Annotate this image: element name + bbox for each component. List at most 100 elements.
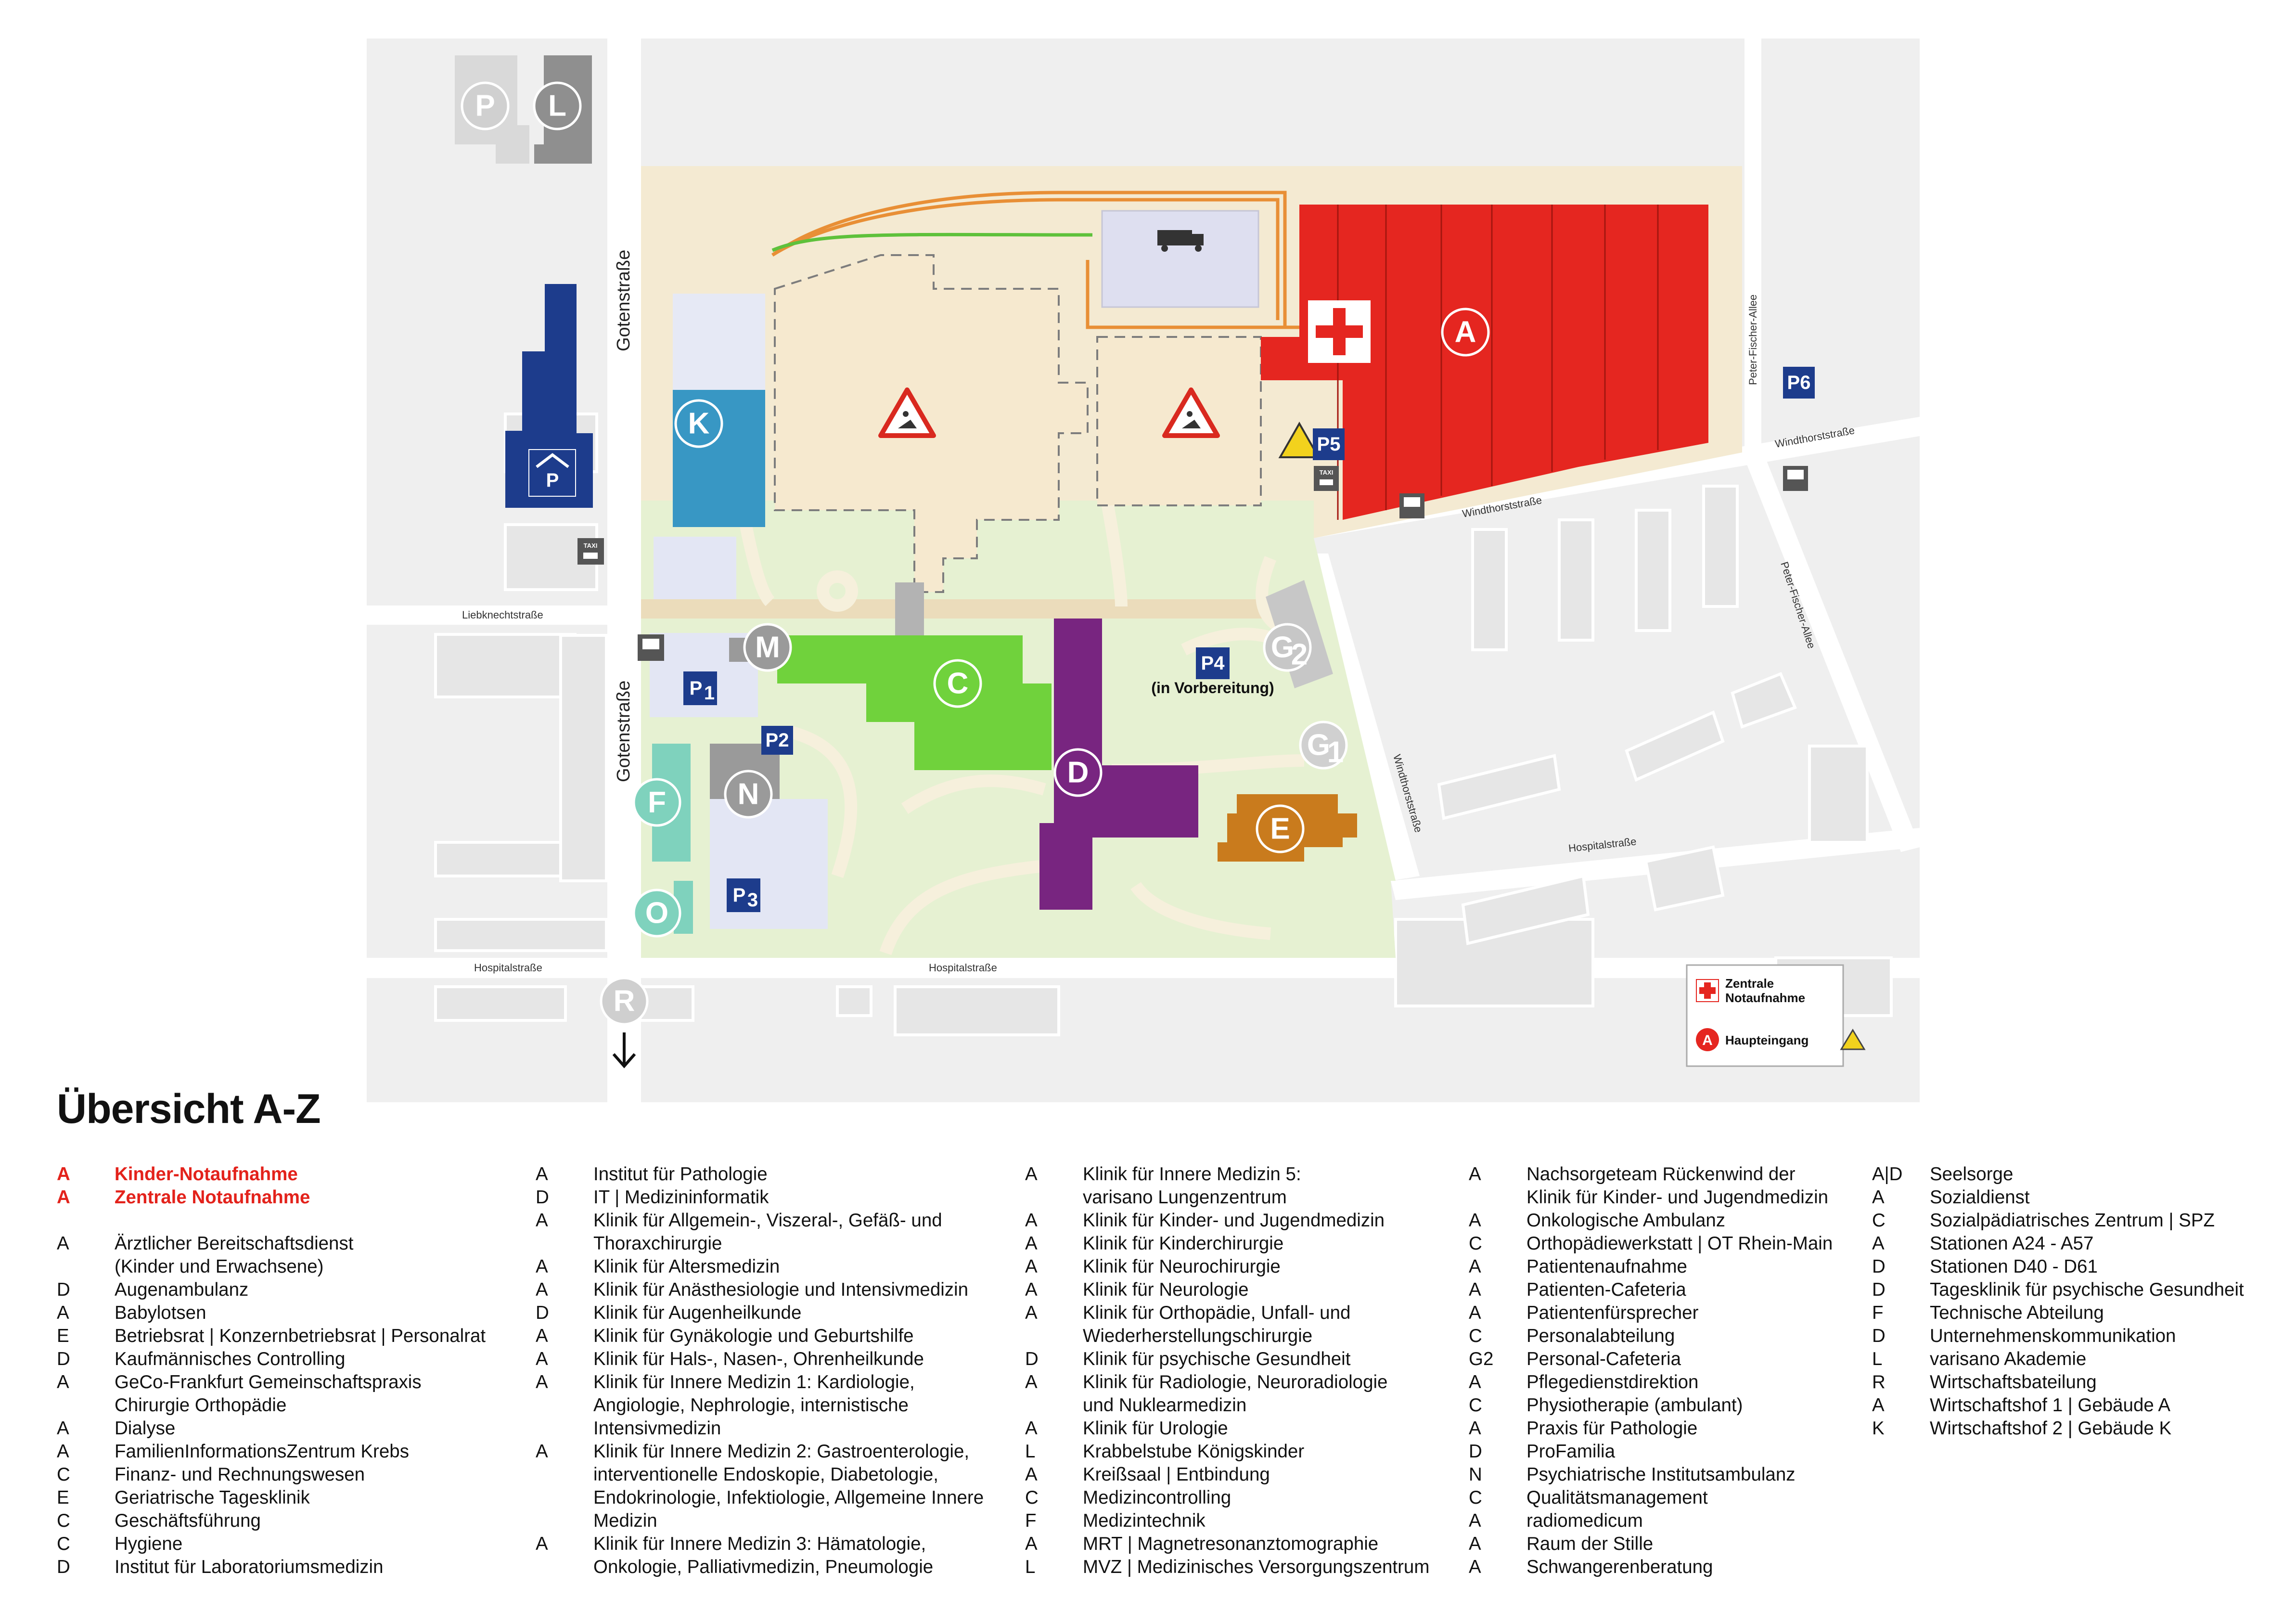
index-entry-building <box>57 1255 115 1278</box>
index-entry-label: Raum der Stille <box>1526 1534 1654 1554</box>
index-entry-building: A|D <box>1872 1164 1903 1185</box>
index-entry-label: Wirtschaftshof 2 | Gebäude K <box>1930 1418 2172 1439</box>
index-entry-building: A <box>57 1233 69 1254</box>
building-k-annex <box>673 294 765 390</box>
index-entry-label: MVZ | Medizinisches Versorgungszentrum <box>1083 1557 1430 1577</box>
index-entry-building: C <box>1469 1395 1482 1416</box>
index-entry-building: A <box>1469 1164 1481 1185</box>
index-entry-label: ProFamilia <box>1526 1441 1615 1462</box>
index-entry-label: Endokrinologie, Infektiologie, Allgemein… <box>593 1487 984 1508</box>
delivery-building <box>1101 210 1259 308</box>
index-entry-building <box>57 1394 115 1417</box>
index-entry-label: Klinik für Augenheilkunde <box>593 1302 802 1323</box>
index-entry-label: Onkologie, Palliativmedizin, Pneumologie <box>593 1557 934 1577</box>
index-entry-building: R <box>1872 1372 1886 1392</box>
index-entry-building <box>536 1232 593 1255</box>
index-entry-label: Orthopädiewerkstatt | OT Rhein-Main <box>1526 1233 1833 1254</box>
truck-icon <box>1157 230 1204 252</box>
parking-p3-sub: 3 <box>747 889 758 911</box>
label-g1: G <box>1307 729 1330 762</box>
index-entry: Medizin <box>536 1509 984 1533</box>
index-entry-label: Thoraxchirurgie <box>593 1233 722 1254</box>
index-entry-label: Klinik für Kinderchirurgie <box>1083 1233 1284 1254</box>
index-entry-label: Intensivmedizin <box>593 1418 721 1439</box>
index-entry-building: C <box>1025 1487 1039 1508</box>
index-entry-building: C <box>57 1534 70 1554</box>
index-entry-label: Patientenfürsprecher <box>1526 1302 1699 1323</box>
index-entry: L MVZ | Medizinisches Versorgungszentrum <box>1025 1556 1429 1579</box>
index-entry-building: E <box>57 1487 69 1508</box>
index-entry-building: A <box>1469 1418 1481 1439</box>
index-entry-building <box>536 1556 593 1579</box>
index-entry-label: Sozialdienst <box>1930 1187 2030 1208</box>
index-entry-building: D <box>1872 1326 1886 1346</box>
street-gotenstrasse-south: Gotenstraße <box>614 681 634 782</box>
index-entry-building: G2 <box>1469 1349 1494 1369</box>
index-entry-building: C <box>57 1464 70 1485</box>
label-a: A <box>1455 316 1476 349</box>
index-entry-label: Ärztlicher Bereitschaftsdienst <box>115 1233 354 1254</box>
building-d[interactable] <box>1039 619 1198 910</box>
parking-p3: P <box>733 885 746 906</box>
index-entry-building: A <box>1469 1279 1481 1300</box>
street-liebknechtstrasse: Liebknechtstraße <box>462 609 543 621</box>
label-k: K <box>688 407 710 440</box>
building-c[interactable] <box>777 635 1052 770</box>
index-entry-building: A <box>536 1279 548 1300</box>
index-entry-label: Medizincontrolling <box>1083 1487 1231 1508</box>
label-n: N <box>738 778 759 811</box>
index-entry-label: Stationen D40 - D61 <box>1930 1256 2098 1277</box>
index-entry-label: Augenambulanz <box>115 1279 249 1300</box>
index-entry-building: F <box>1025 1510 1037 1531</box>
warning-triangle-icon <box>1278 421 1321 458</box>
index-entry-label: Kaufmännisches Controlling <box>115 1349 346 1369</box>
index-entry-label: Unternehmenskommunikation <box>1930 1326 2176 1346</box>
index-entry-building: L <box>1025 1557 1036 1577</box>
index-entry: A Ärztlicher Bereitschaftsdienst <box>57 1232 486 1255</box>
index-entry-label: Klinik für Urologie <box>1083 1418 1228 1439</box>
index-entry-building: A <box>1025 1279 1038 1300</box>
index-entry: interventionelle Endoskopie, Diabetologi… <box>536 1463 984 1486</box>
legend-warning-icon <box>1840 1029 1866 1050</box>
street-gotenstrasse-north: Gotenstraße <box>614 250 634 351</box>
index-entry: D Unternehmenskommunikation <box>1872 1325 2244 1348</box>
parking-labels: P 1 P2 P 3 P4 (in Vorbereitung) P5 P6 P <box>528 367 1815 912</box>
index-entry-label: Klinik für psychische Gesundheit <box>1083 1349 1351 1369</box>
index-entry-label: interventionelle Endoskopie, Diabetologi… <box>593 1464 939 1485</box>
index-entry-label: Klinik für Innere Medizin 3: Hämatologie… <box>593 1534 926 1554</box>
map-legend: Zentrale Notaufnahme A Haupteingang <box>1686 964 1866 1067</box>
index-entry-label: Krabbelstube Königskinder <box>1083 1441 1305 1462</box>
index-entry-label: Betriebsrat | Konzernbetriebsrat | Perso… <box>115 1326 486 1346</box>
index-entry-building: A <box>57 1418 69 1439</box>
parking-p4-note: (in Vorbereitung) <box>1151 679 1274 696</box>
label-g1-sub: 1 <box>1327 736 1344 769</box>
index-entry-building: D <box>536 1187 549 1208</box>
index-entry-building: A <box>1025 1256 1038 1277</box>
index-entry-building: D <box>1025 1349 1039 1369</box>
label-d: D <box>1067 756 1089 789</box>
index-entry-building: E <box>57 1326 69 1346</box>
